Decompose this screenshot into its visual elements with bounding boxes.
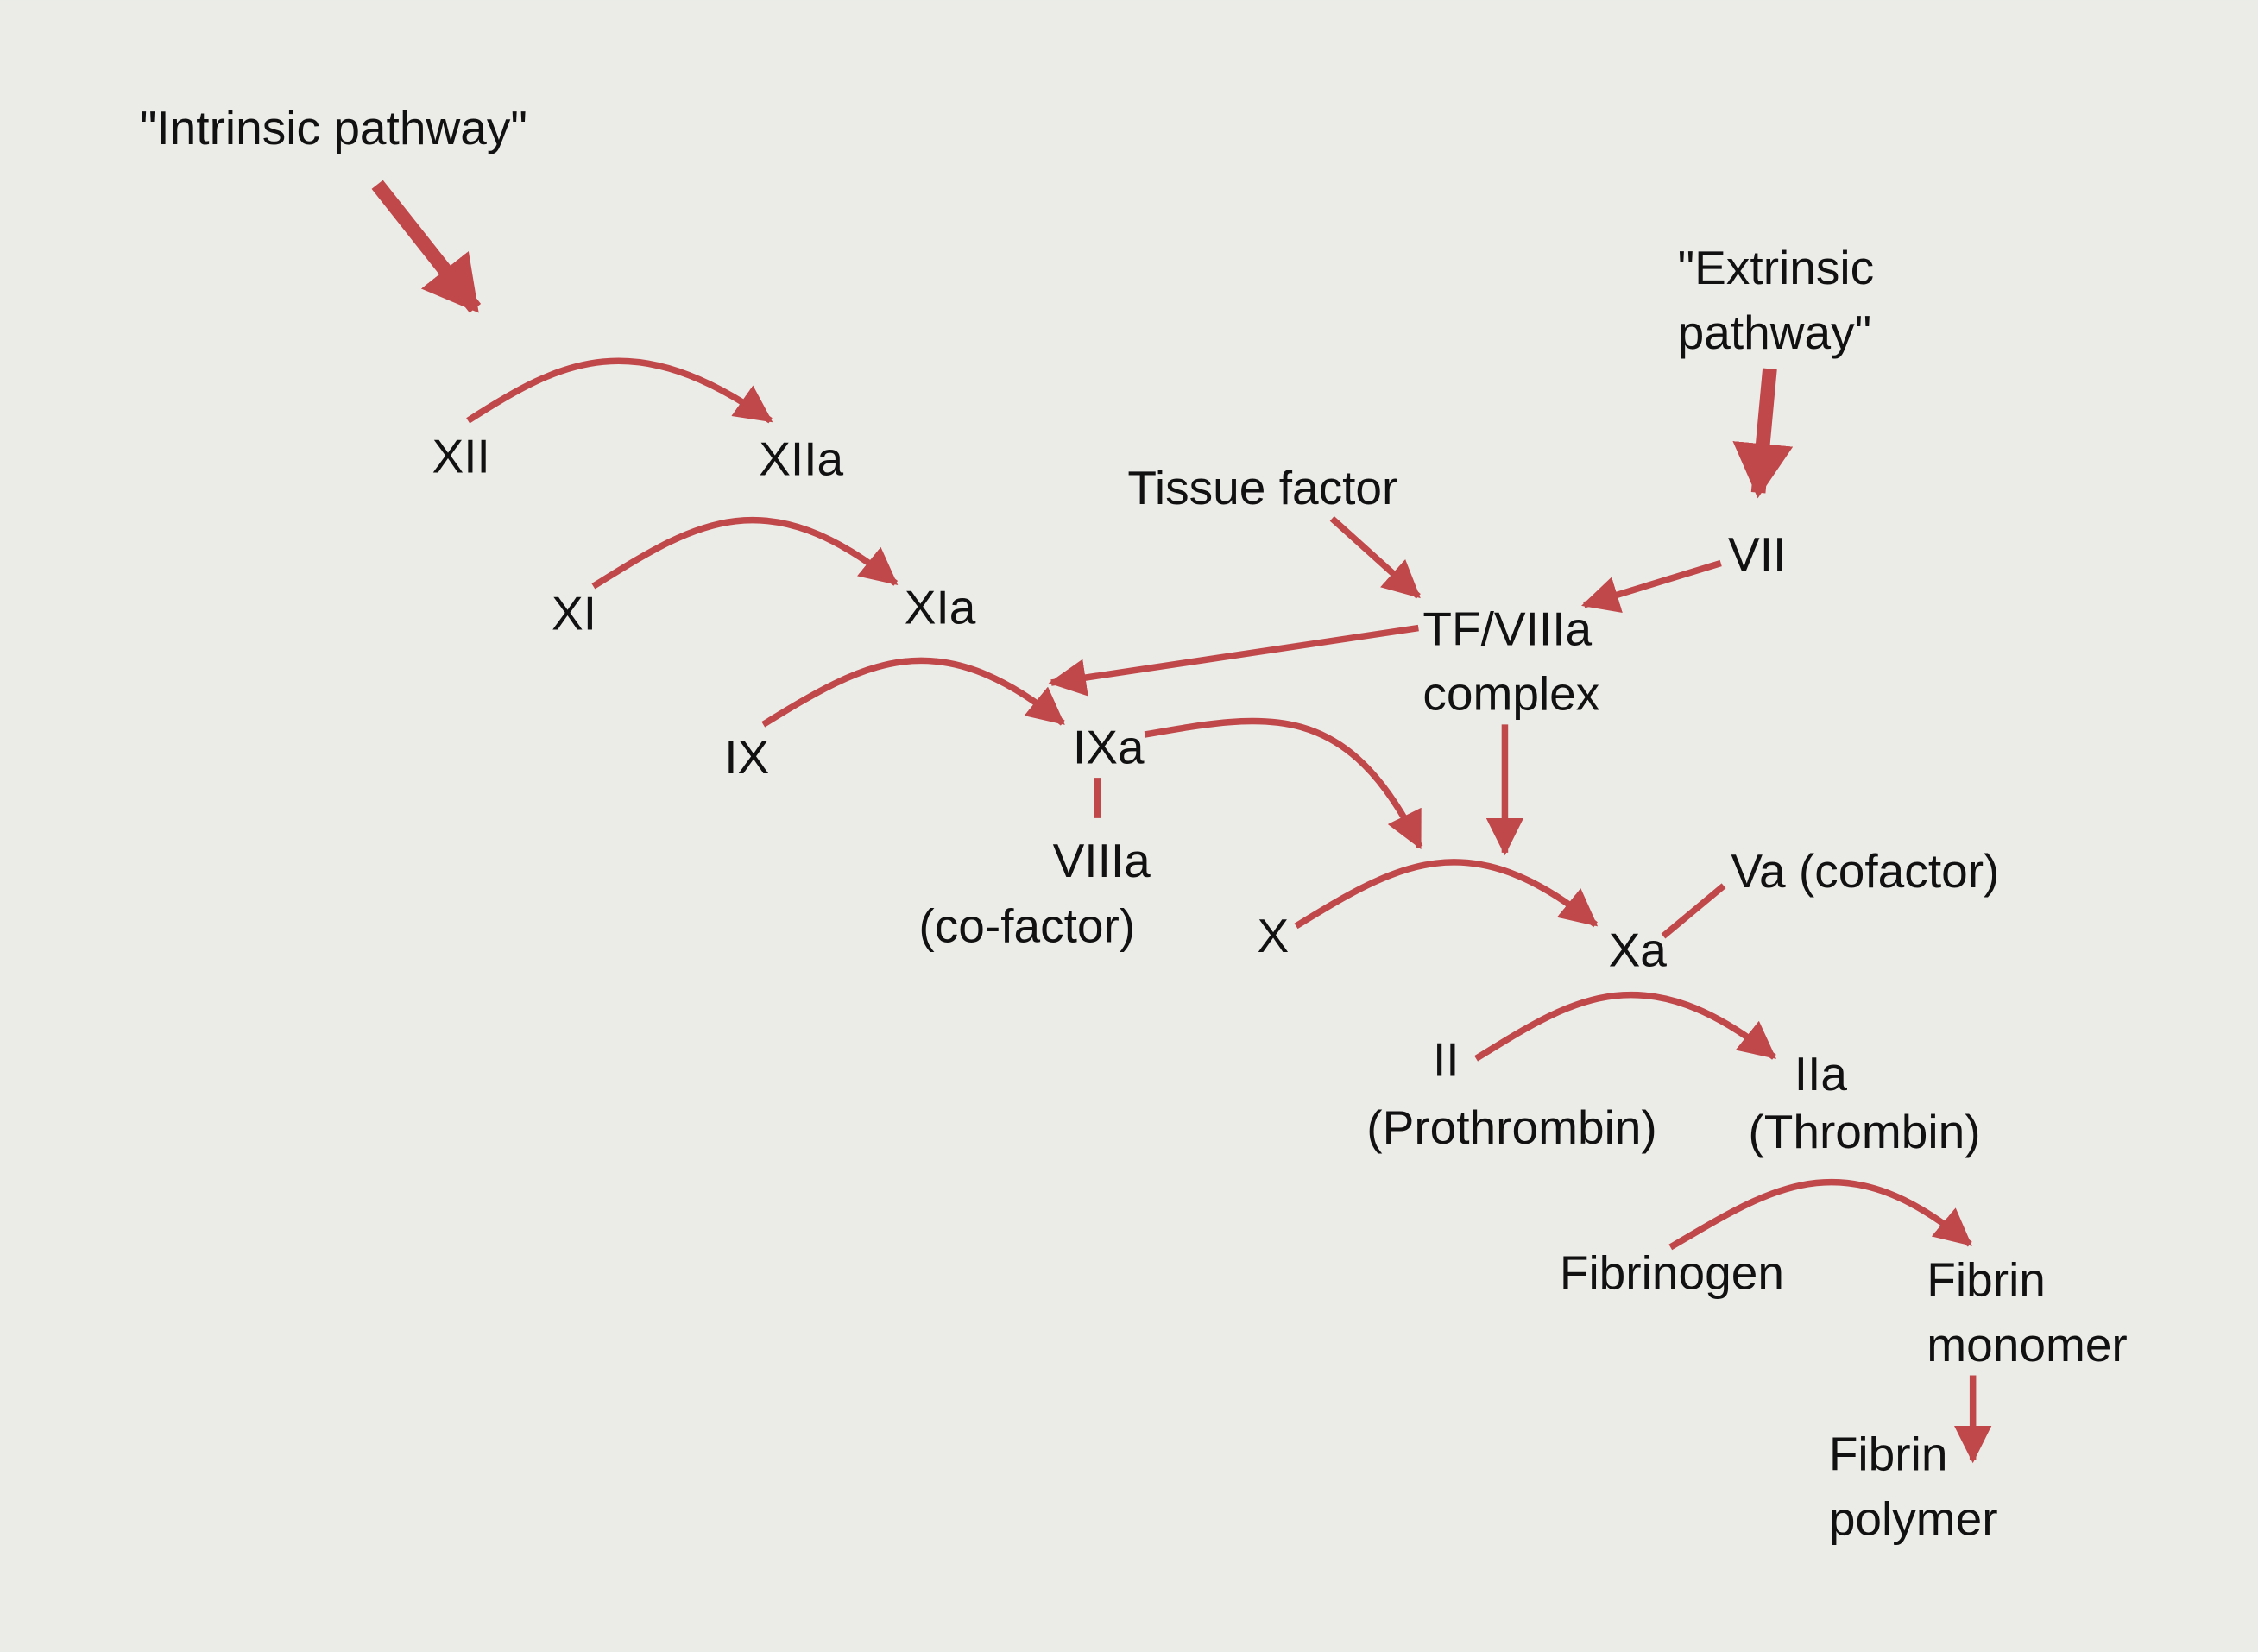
factor-viiia: VIIIa xyxy=(1053,834,1151,887)
fibrin-monomer: Fibrin xyxy=(1927,1253,2046,1307)
factor-vii: VII xyxy=(1728,527,1786,581)
x-to-xa-arrow xyxy=(1294,859,1599,930)
factor-ixa: IXa xyxy=(1073,720,1145,773)
fibrin-monomer-2: monomer xyxy=(1927,1318,2128,1371)
factor-xi: XI xyxy=(552,586,596,640)
factor-iia: IIa xyxy=(1794,1047,1848,1100)
thrombin: (Thrombin) xyxy=(1748,1105,1980,1158)
xii-to-xiia-arrow xyxy=(466,357,773,424)
factor-xii: XII xyxy=(432,429,490,482)
factor-xia: XIa xyxy=(905,581,976,634)
fibrinogen-to-fibrin-arrow xyxy=(1668,1178,1972,1251)
vii-arrow xyxy=(1581,559,1722,613)
factor-ii: II xyxy=(1433,1032,1460,1086)
factor-x: X xyxy=(1257,909,1289,962)
fibrinogen: Fibrinogen xyxy=(1560,1245,1784,1299)
intrinsic-pathway-label: "Intrinsic pathway" xyxy=(140,101,527,154)
ixa-to-x-arrow xyxy=(1144,717,1423,850)
tf-to-ixa-arrow xyxy=(1048,624,1419,697)
factor-viiia-note: (co-factor) xyxy=(918,899,1135,952)
tf-complex-2: complex xyxy=(1422,667,1599,721)
factor-ix: IX xyxy=(724,730,769,784)
xa-va-link xyxy=(1661,883,1726,939)
intrinsic-arrow xyxy=(371,180,482,313)
prothrombin: (Prothrombin) xyxy=(1366,1100,1657,1154)
ix-to-ixa-arrow xyxy=(761,657,1065,728)
extrinsic-arrow xyxy=(1732,368,1794,499)
extrinsic-pathway-label-2: pathway" xyxy=(1678,306,1872,359)
factor-va: Va (cofactor) xyxy=(1731,844,1999,898)
tf-complex: TF/VIIIa xyxy=(1422,602,1592,656)
xi-to-xia-arrow xyxy=(591,516,899,590)
fibrin-polymer-2: polymer xyxy=(1829,1492,1998,1546)
extrinsic-pathway-label: "Extrinsic xyxy=(1678,241,1875,294)
factor-xa: Xa xyxy=(1609,924,1668,977)
ii-to-iia-arrow xyxy=(1474,991,1777,1062)
factor-xiia: XIIa xyxy=(759,432,843,486)
tissue-factor: Tissue factor xyxy=(1127,461,1397,514)
tissue-factor-arrow xyxy=(1329,516,1421,599)
fibrin-polymer: Fibrin xyxy=(1829,1428,1948,1481)
